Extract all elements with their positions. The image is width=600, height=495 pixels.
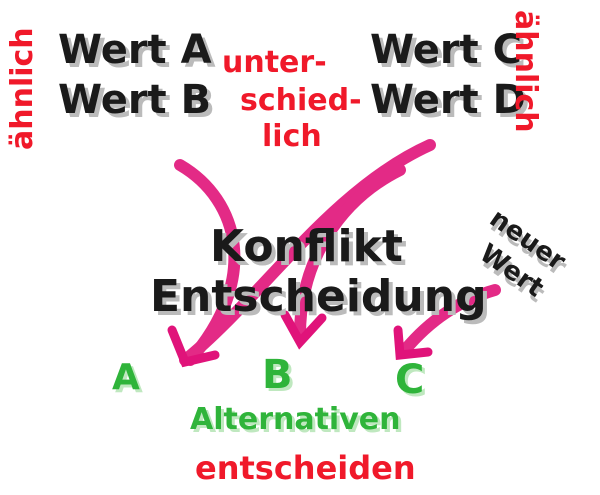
option-a: A xyxy=(112,357,140,398)
arrow-cd-to-a xyxy=(179,139,436,366)
arrowhead-a xyxy=(167,325,220,368)
value-d: Wert D xyxy=(370,77,526,123)
arrowhead-b xyxy=(280,310,327,350)
value-b: Wert B xyxy=(58,77,212,123)
conflict-title: Konflikt xyxy=(210,221,403,272)
value-a: Wert A xyxy=(58,27,212,73)
different-label-2: schied- xyxy=(240,83,362,118)
decide-label: entscheiden xyxy=(195,449,416,487)
arrowhead-c xyxy=(393,325,433,360)
option-b: B xyxy=(262,352,293,398)
right-similar-label: ähnlich xyxy=(508,10,543,133)
different-label-1: unter- xyxy=(222,45,327,80)
different-label-3: lich xyxy=(262,119,322,154)
arrow-new-to-c xyxy=(399,284,501,356)
option-c: C xyxy=(395,357,425,403)
left-similar-label: ähnlich xyxy=(5,27,40,150)
arrow-cd-to-b xyxy=(294,164,406,341)
decision-title: Entscheidung xyxy=(150,271,487,322)
value-c: Wert C xyxy=(370,27,522,73)
alternatives-label: Alternativen xyxy=(190,402,401,437)
